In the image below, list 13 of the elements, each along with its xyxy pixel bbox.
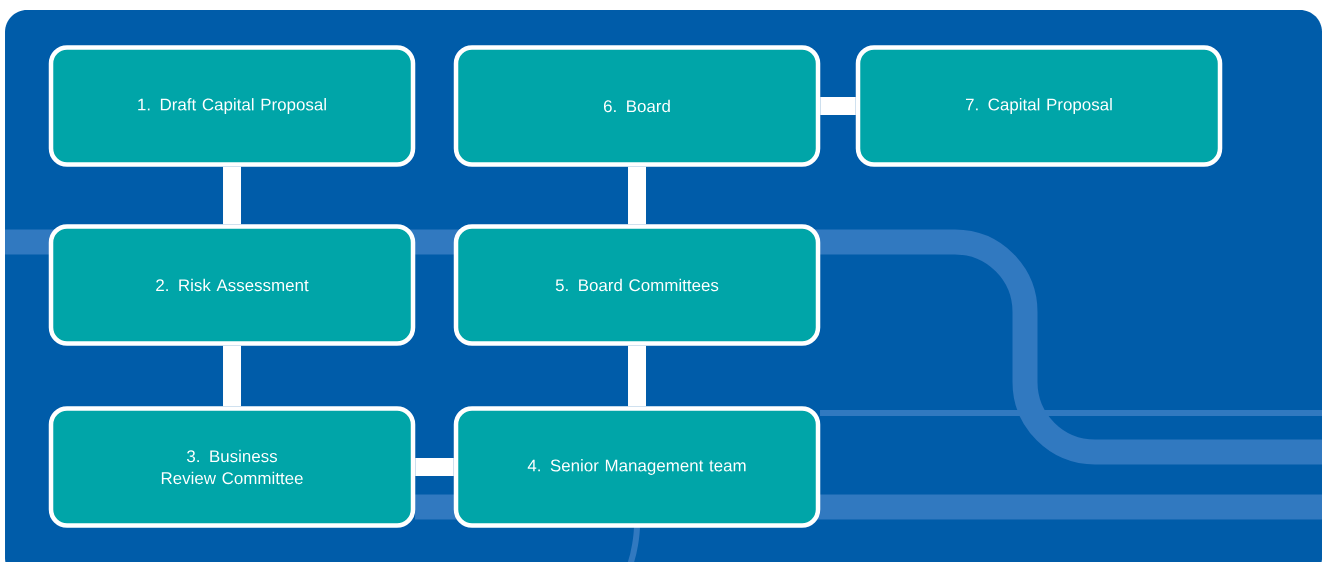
connector-bar — [820, 97, 856, 115]
connector-bar — [223, 166, 241, 225]
process-box: 5. Board Committees — [453, 224, 821, 346]
connector-bar — [223, 345, 241, 407]
connector-bar — [628, 345, 646, 407]
process-box: 3. Business Review Committee — [48, 406, 416, 528]
process-box: 6. Board — [453, 45, 821, 167]
process-box: 1. Draft Capital Proposal — [48, 45, 416, 167]
process-box: 4. Senior Management team — [453, 406, 821, 528]
connector-bar — [628, 166, 646, 225]
connector-bar — [415, 458, 454, 476]
process-box: 7. Capital Proposal — [855, 45, 1223, 167]
process-box: 2. Risk Assessment — [48, 224, 416, 346]
